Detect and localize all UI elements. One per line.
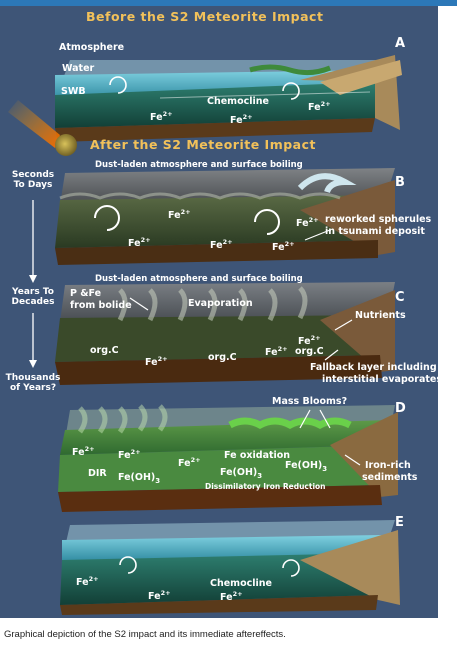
fe-label-c3: Fe2+: [298, 334, 321, 348]
fe-label-c2: Fe2+: [265, 345, 288, 359]
feoh-label-1: Fe(OH)3: [118, 472, 161, 485]
dissimilatory-label: Dissimilatory Iron Reduction: [205, 482, 326, 491]
water-label: Water: [62, 63, 95, 74]
bolide-label-2: from bolide: [70, 300, 132, 311]
panel-c-block: [55, 282, 395, 385]
fe-label-a2: Fe2+: [230, 113, 253, 127]
fe-label-c1: Fe2+: [145, 355, 168, 369]
iron-rich-label-2: sediments: [362, 472, 418, 483]
spherules-label-1: reworked spherules: [325, 214, 432, 225]
diagram-frame: Before the S2 Meteorite Impact After the…: [0, 0, 438, 618]
fe-label-e3: Fe2+: [220, 590, 243, 604]
meteor-icon: [8, 100, 77, 156]
frame-top-bar: [0, 0, 457, 6]
panel-b-block: [55, 168, 395, 265]
nutrients-label: Nutrients: [355, 310, 406, 321]
fe-label-b2: Fe2+: [128, 236, 151, 250]
feoh-label-2: Fe(OH)3: [220, 467, 263, 480]
spherules-label-2: in tsunami deposit: [325, 226, 425, 237]
timeline-years-to-decades: Years To Decades: [11, 287, 55, 307]
panel-letter-c: C: [395, 290, 405, 305]
fe-label-d3: Fe2+: [178, 456, 201, 470]
panel-letter-e: E: [395, 515, 404, 530]
fe-label-d2: Fe2+: [118, 448, 141, 462]
fe-label-a3: Fe2+: [308, 100, 331, 114]
heading-before: Before the S2 Meteorite Impact: [86, 9, 324, 24]
panel-e-block: [60, 520, 400, 615]
orgc-label-2: org.C: [208, 352, 237, 363]
timeline-arrow: [29, 200, 37, 368]
evaporation-label: Evaporation: [188, 298, 253, 309]
fe-label-a1: Fe2+: [150, 110, 173, 124]
swb-label: SWB: [61, 86, 86, 97]
chemocline-label: Chemocline: [207, 96, 269, 107]
atmosphere-label: Atmosphere: [59, 42, 125, 53]
dir-label: DIR: [88, 468, 107, 479]
figure-caption: Graphical depiction of the S2 impact and…: [4, 629, 286, 640]
diagram-artwork: [8, 55, 402, 615]
timeline-thousands-of-years: Thousands of Years?: [5, 373, 61, 393]
heading-after: After the S2 Meteorite Impact: [90, 137, 316, 152]
panel-letter-b: B: [395, 175, 405, 190]
panel-d-block: [58, 404, 398, 512]
fallback-label-2: interstitial evaporates: [322, 374, 438, 385]
panel-b-title: Dust-laden atmosphere and surface boilin…: [95, 160, 303, 170]
fallback-label-1: Fallback layer including: [310, 362, 437, 373]
fe-label-d1: Fe2+: [72, 445, 95, 459]
panel-letter-d: D: [395, 401, 406, 416]
orgc-label-3: org.C: [295, 346, 324, 357]
feoh-label-3: Fe(OH)3: [285, 460, 328, 473]
fe-label-b3: Fe2+: [210, 238, 233, 252]
fe-label-e1: Fe2+: [76, 575, 99, 589]
mass-blooms-label: Mass Blooms?: [272, 396, 348, 407]
panel-letter-a: A: [395, 36, 406, 51]
fe-label-b5: Fe2+: [272, 240, 295, 254]
panel-a-block: [55, 55, 402, 142]
iron-rich-label-1: Iron-rich: [365, 460, 411, 471]
panel-c-title: Dust-laden atmosphere and surface boilin…: [95, 274, 303, 284]
timeline-seconds-to-days: Seconds To Days: [11, 170, 55, 190]
fe-label-b4: Fe2+: [296, 216, 319, 230]
fe-label-e2: Fe2+: [148, 589, 171, 603]
fe-oxidation-label: Fe oxidation: [224, 450, 291, 461]
fe-label-b1: Fe2+: [168, 208, 191, 222]
chemocline-label-e: Chemocline: [210, 578, 272, 589]
bolide-label-1: P &Fe: [70, 288, 102, 299]
orgc-label-1: org.C: [90, 345, 119, 356]
